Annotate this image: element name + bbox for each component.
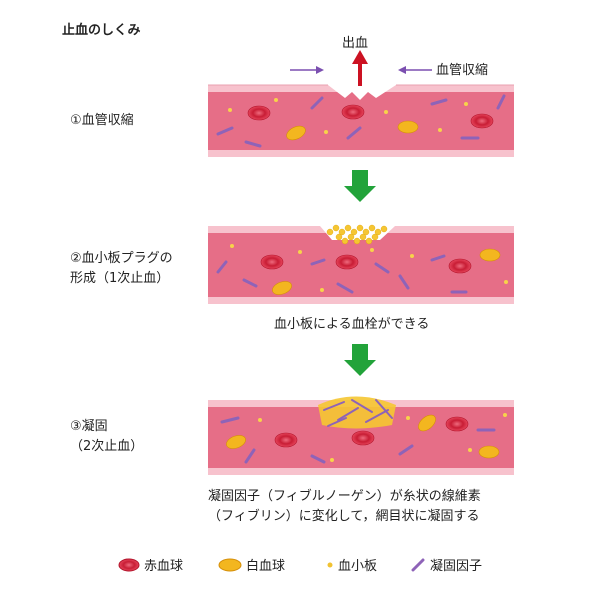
step-1-label: ①血管収縮 [70, 113, 134, 128]
legend-label: 白血球 [246, 559, 286, 574]
step-2-label-line2: 形成（1次止血） [70, 271, 170, 286]
coagulation-caption-line1: 凝固因子（フィブルノーゲン）が糸状の線維素 [208, 489, 481, 504]
legend-coagulation-factor: 凝固因子 [410, 555, 482, 574]
step-3-label-line2: （2次止血） [70, 439, 144, 454]
bleeding-arrow [352, 50, 368, 86]
diagram-title: 止血のしくみ [62, 23, 141, 38]
coagulation-factor-icon [411, 558, 425, 571]
platelet-plug [326, 224, 388, 245]
constriction-arrows [290, 66, 432, 74]
red-blood-cell-icon [118, 558, 140, 571]
coagulation-caption-line2: （フィブリン）に変化して，網目状に凝固する [208, 509, 480, 524]
constriction-label: 血管収縮 [436, 63, 489, 78]
legend-platelet: 血小板 [326, 555, 377, 574]
coagulation-factors [216, 94, 506, 464]
vessel-1-constriction [208, 84, 514, 157]
green-arrow-1 [344, 170, 376, 202]
legend-white-blood-cell: 白血球 [218, 555, 285, 574]
legend-label: 赤血球 [144, 559, 184, 574]
legend-label: 血小板 [338, 559, 378, 574]
legend-red-blood-cell: 赤血球 [118, 555, 183, 574]
legend-label: 凝固因子 [430, 559, 483, 574]
platelet-caption: 血小板による血栓ができる [274, 317, 430, 332]
white-blood-cell-icon [218, 558, 242, 571]
fibrin-clot [318, 396, 396, 429]
bleeding-label: 出血 [342, 36, 369, 51]
platelet-icon [327, 562, 333, 567]
platelets [228, 98, 508, 462]
red-blood-cells [247, 104, 494, 448]
white-blood-cells [226, 120, 501, 459]
step-3-label-line1: ③凝固 [70, 419, 108, 434]
step-2-label-line1: ②血小板プラグの [70, 251, 173, 266]
green-arrow-2 [344, 344, 376, 376]
